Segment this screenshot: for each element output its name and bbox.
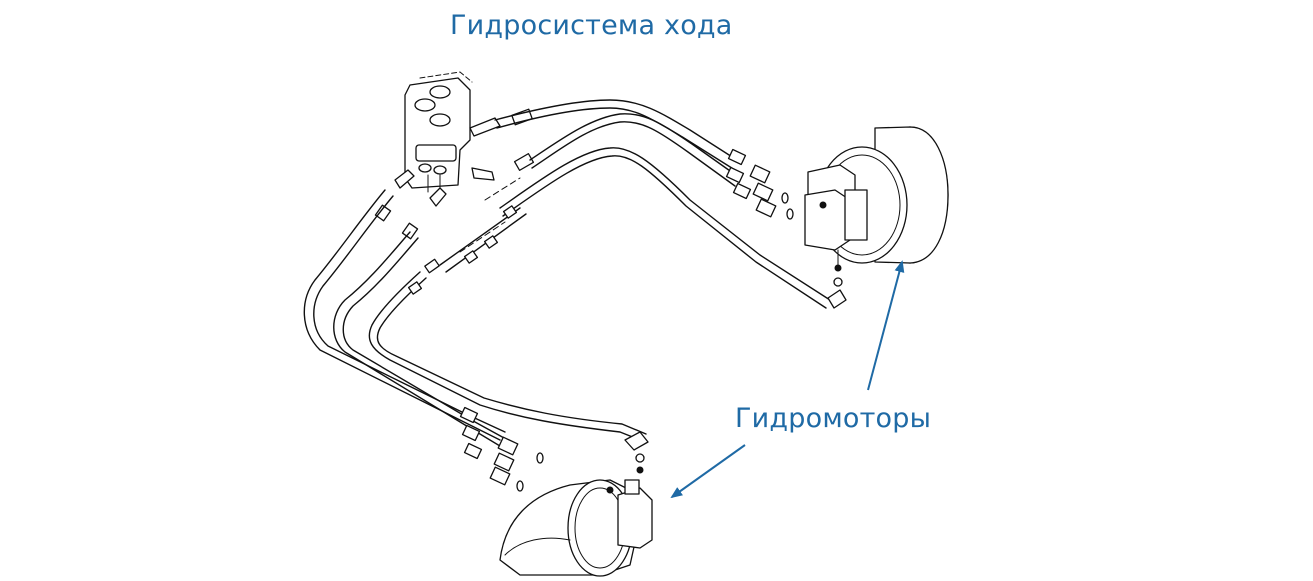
hydromotors-label: Гидромоторы	[735, 403, 932, 434]
mid-pipe-fittings	[407, 205, 518, 295]
arrow-to-bottom-motor	[670, 444, 746, 499]
right-motor-fittings	[725, 148, 847, 309]
diagram-title: Гидросистема хода	[450, 10, 733, 41]
right-hydromotor	[804, 126, 949, 266]
lower-pipe-bundle	[303, 189, 647, 453]
bottom-hydromotor	[499, 479, 653, 577]
swivel-joint	[404, 71, 473, 193]
dashed-connections	[459, 177, 521, 253]
swivel-fittings	[374, 108, 535, 240]
upper-pipe-bundle	[494, 99, 831, 309]
arrow-to-right-motor	[867, 260, 905, 391]
bottom-motor-fittings	[459, 406, 649, 492]
motor-arrows	[670, 260, 905, 499]
